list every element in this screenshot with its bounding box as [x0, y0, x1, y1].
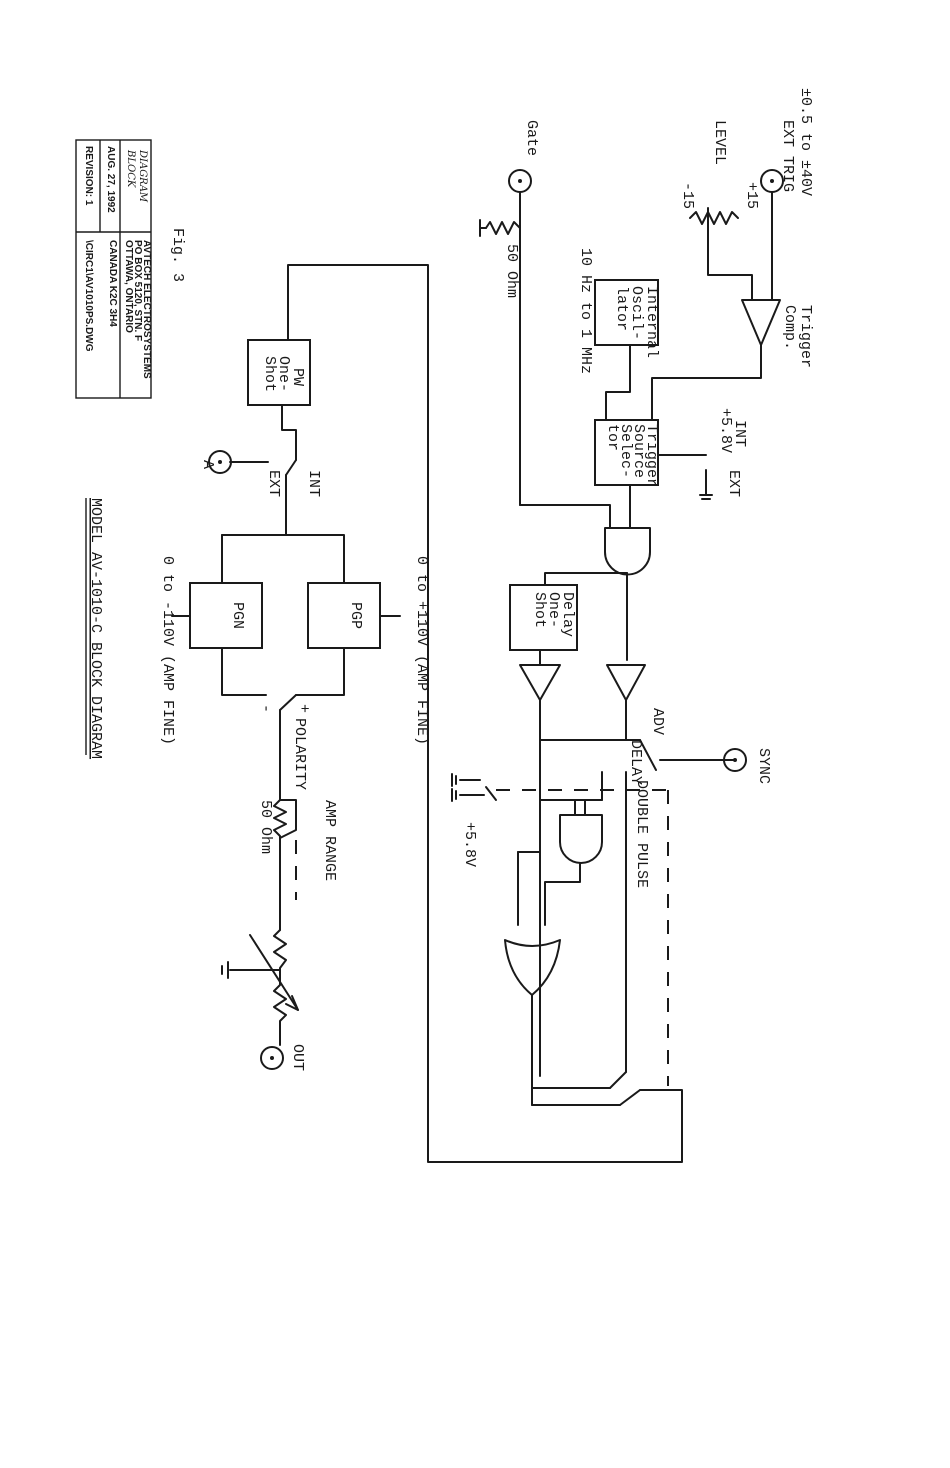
- pos-amp-label: 0 to +110V (AMP FINE): [413, 556, 430, 745]
- company-line-3: OTTAWA, ONTARIO: [123, 240, 134, 333]
- trigger-comp-1: Trigger: [797, 305, 814, 368]
- neg-amp-label: 0 to -110V (AMP FINE): [159, 556, 176, 745]
- amp-fine-attenuator: [273, 929, 287, 1046]
- pw-ext-label: EXT: [265, 470, 282, 497]
- pw-line-3: Shot: [261, 356, 278, 392]
- sel-plus58v: +5.8V: [717, 408, 734, 453]
- diagram-title: MODEL AV-1010-C BLOCK DIAGRAM: [87, 498, 104, 759]
- pgn-box: [189, 582, 263, 649]
- delay-line-1: Delay: [559, 592, 576, 637]
- delay-buffer: [519, 664, 561, 701]
- pgp-box: [307, 582, 381, 649]
- delay-label: DELAY: [627, 740, 644, 785]
- pgp-label: PGP: [347, 602, 364, 629]
- trigger-comparator: [741, 299, 781, 346]
- delay-line-3: Shot: [531, 592, 548, 628]
- level-potentiometer: [689, 211, 739, 225]
- adv-buffer: [606, 664, 646, 701]
- company-line-2: PO BOX 5120, STN. F: [132, 240, 143, 341]
- delay-oneshot-box: [509, 584, 578, 651]
- title-block-file: \CIRC1\AV1010PS.DWG: [83, 240, 94, 352]
- and-gate-2: [559, 814, 603, 864]
- sync-connector: [723, 748, 747, 772]
- plus-label: +: [295, 704, 312, 713]
- adv-label: ADV: [649, 708, 666, 735]
- title-block-revision: REVISION: 1: [83, 146, 94, 206]
- trigger-comp-2: Comp.: [781, 305, 798, 350]
- ext-trig-range: ±0.5 to ±40V: [797, 88, 814, 196]
- pw-int-label: INT: [305, 470, 322, 497]
- pgn-label: PGN: [229, 602, 246, 629]
- plus15-label: +15: [743, 182, 760, 209]
- osc-line-3: lator: [613, 286, 630, 331]
- minus15-label: -15: [679, 182, 696, 209]
- and-gate-1: [604, 527, 651, 576]
- polarity-label: POLARITY: [291, 718, 308, 790]
- sel-line-1: Trigger: [643, 424, 660, 487]
- title-block-hand-1: BLOCK: [125, 149, 136, 188]
- sync-label: SYNC: [755, 748, 772, 784]
- pw-line-1: PW: [289, 368, 306, 386]
- ext-trig-label: EXT TRIG: [779, 120, 796, 192]
- amp-range-resistor: [273, 789, 287, 931]
- gate-50ohm: 50 Ohm: [503, 244, 520, 298]
- minus-label: -: [257, 704, 274, 713]
- title-block: BLOCK DIAGRAM AUG. 27, 1992 REVISION: 1 …: [75, 139, 152, 399]
- internal-oscillator-box: [594, 279, 659, 346]
- title-block-date: AUG. 27, 1992: [105, 146, 116, 213]
- sel-line-3: Selec-: [617, 424, 634, 478]
- out-label: OUT: [289, 1044, 306, 1071]
- company-line-4: CANADA K2C 3H4: [107, 240, 118, 327]
- osc-line-1: Internal: [643, 286, 660, 358]
- sel-int-label: INT: [731, 420, 748, 447]
- sel-line-4: tor: [604, 424, 621, 451]
- double-pulse-label: DOUBLE PULSE: [633, 780, 650, 888]
- out-50ohm: 50 Ohm: [257, 800, 274, 854]
- figure-label: Fig. 3: [169, 228, 186, 282]
- delay-line-2: One-: [545, 592, 562, 628]
- title-block-hand-2: DIAGRAM: [137, 149, 148, 203]
- sel-line-2: Source: [630, 424, 647, 478]
- amp-range-label: AMP RANGE: [321, 800, 338, 881]
- osc-range: 10 Hz to 1 MHz: [577, 248, 594, 374]
- level-label: LEVEL: [711, 120, 728, 165]
- trigger-source-selector-box: [594, 419, 659, 486]
- a-label: A: [199, 460, 216, 469]
- a-connector: [208, 450, 232, 474]
- dp-plus58v: +5.8V: [461, 822, 478, 867]
- pw-line-2: One-: [275, 356, 292, 392]
- or-gate: [504, 939, 561, 996]
- osc-line-2: Oscil-: [628, 286, 645, 340]
- pw-oneshot-box: [247, 339, 311, 406]
- gate-label: Gate: [523, 120, 540, 156]
- sel-ext-label: EXT: [725, 470, 742, 497]
- out-connector: [260, 1046, 284, 1070]
- company-line-1: AVTECH ELECTROSYSTEMS: [141, 240, 152, 379]
